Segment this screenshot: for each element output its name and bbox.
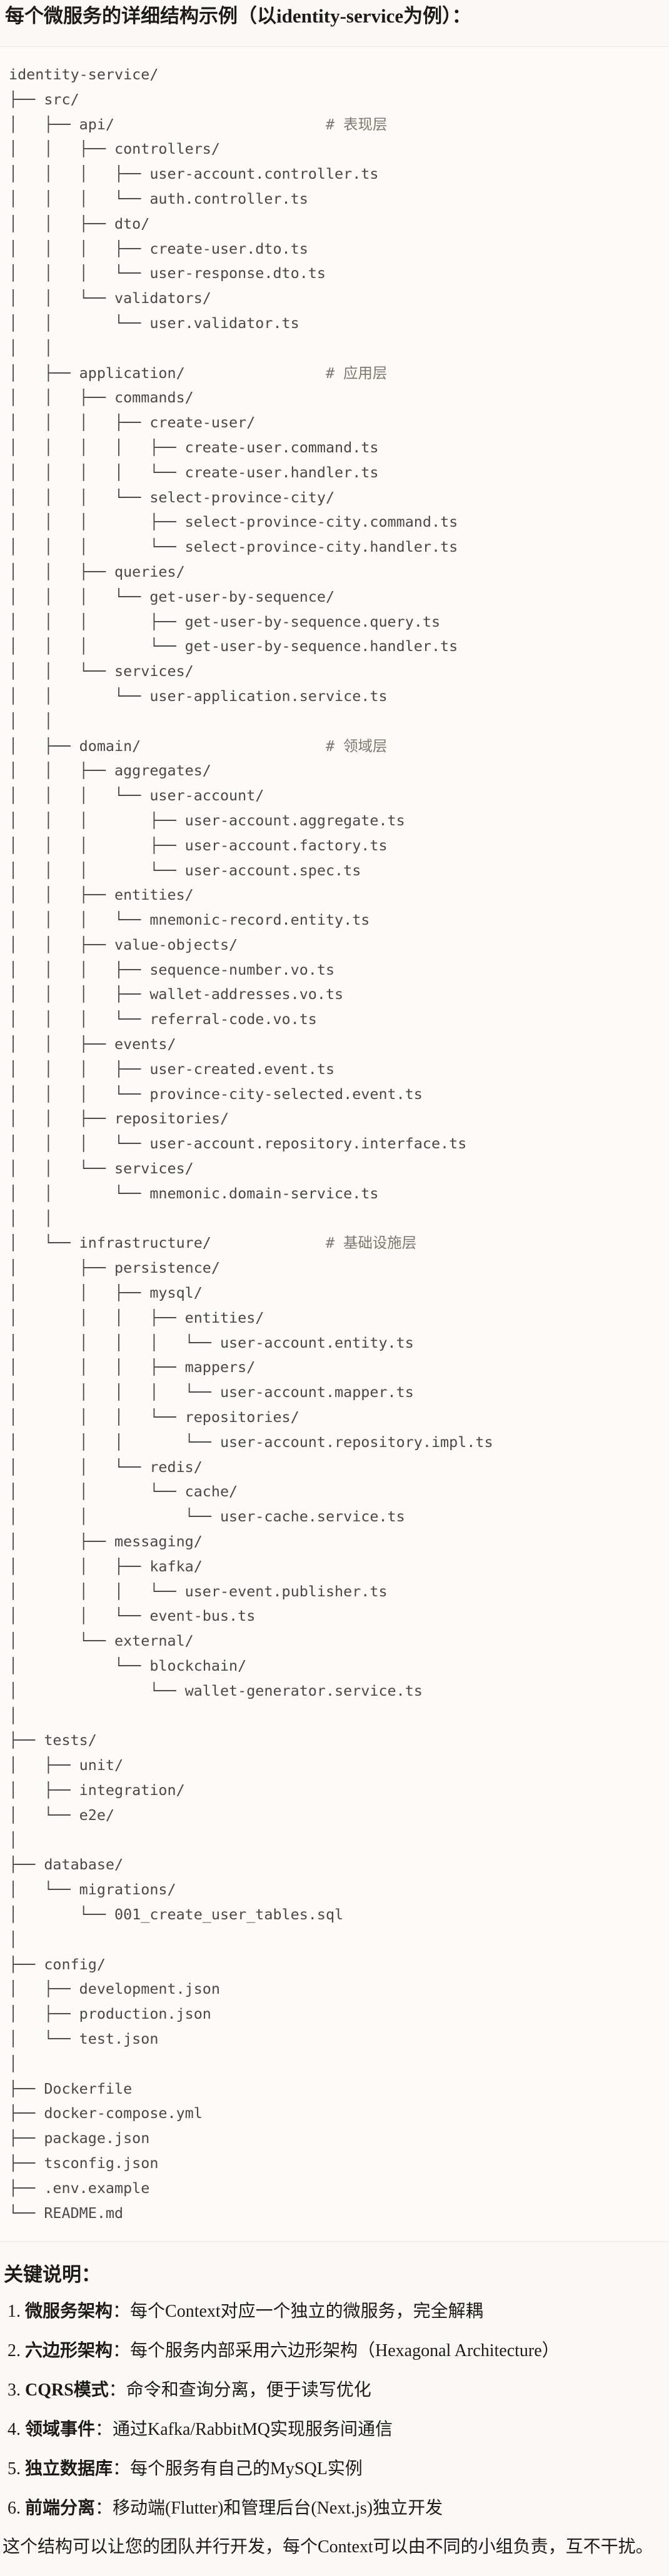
note-item-label: CQRS模式 [25,2380,109,2400]
note-item: 5. 独立数据库：每个服务有自己的MySQL实例 [8,2459,363,2479]
code-block: identity-service/ ├── src/ │ ├── api/ # … [0,46,669,2242]
note-item: 3. CQRS模式：命令和查询分离，便于读写优化 [8,2380,371,2400]
note-item-label: 微服务架构 [25,2302,113,2322]
note-item-label: 独立数据库 [25,2459,113,2479]
note-item: 6. 前端分离：移动端(Flutter)和管理后台(Next.js)独立开发 [8,2499,443,2519]
note-item-label: 领域事件 [25,2420,96,2440]
tree-comment: # 领域层 [325,737,388,755]
page-title: 每个微服务的详细结构示例（以identity-service为例）： [5,5,471,27]
note-item: 2. 六边形架构：每个服务内部采用六边形架构（Hexagonal Archite… [8,2341,560,2361]
directory-tree: identity-service/ ├── src/ │ ├── api/ # … [9,66,493,2222]
note-item: 4. 领域事件：通过Kafka/RabbitMQ实现服务间通信 [8,2420,393,2440]
notes-list: 1. 微服务架构：每个Context对应一个独立的微服务，完全解耦 2. 六边形架… [8,2300,664,2520]
tree-comment: # 表现层 [325,115,388,133]
note-item: 1. 微服务架构：每个Context对应一个独立的微服务，完全解耦 [8,2302,483,2322]
note-item-label: 六边形架构 [25,2341,113,2361]
note-footer: 这个结构可以让您的团队并行开发，每个Context可以由不同的小组负责，互不干扰… [3,2537,653,2557]
tree-comment: # 应用层 [325,364,388,382]
note-item-label: 前端分离 [25,2499,96,2519]
notes-heading: 关键说明： [4,2264,101,2286]
tree-comment: # 基础设施层 [325,1234,417,1252]
